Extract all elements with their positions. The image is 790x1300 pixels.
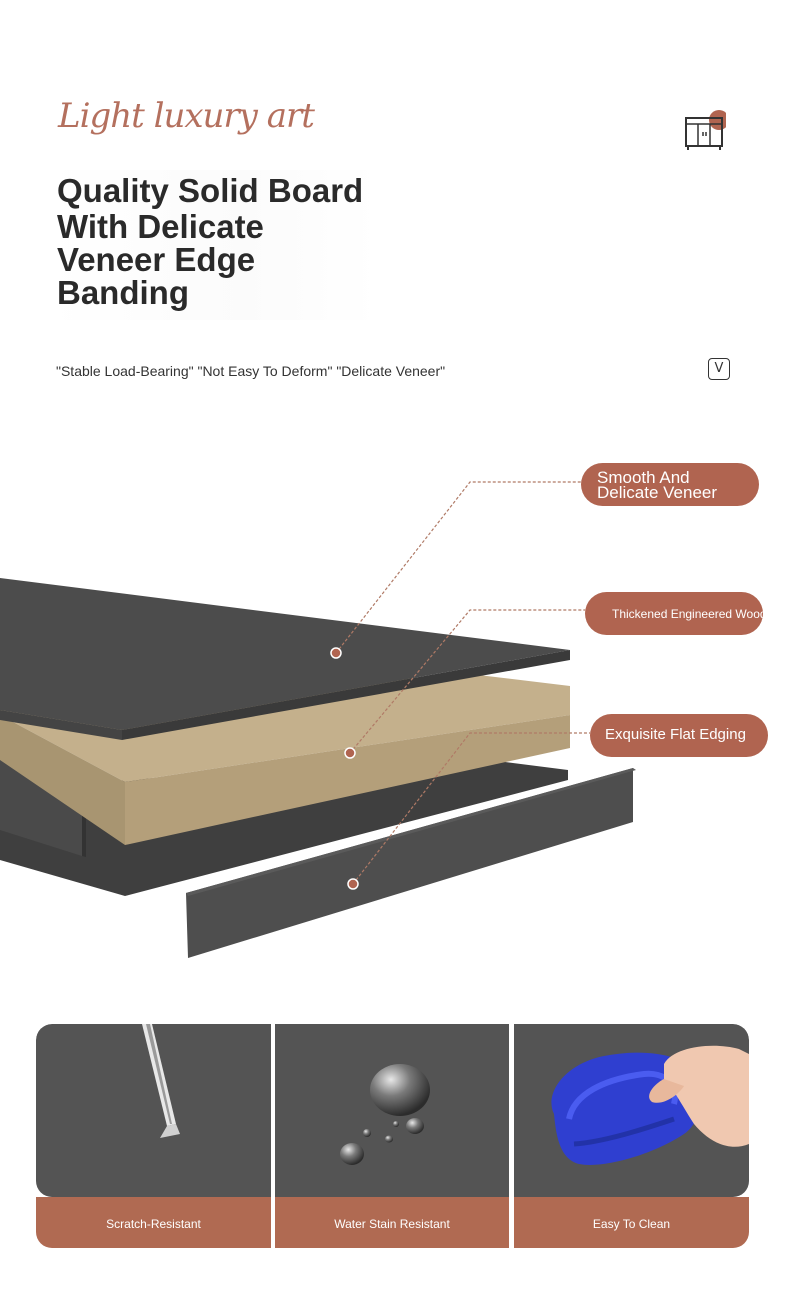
title-line: Veneer Edge xyxy=(57,241,256,278)
board-layers-illustration xyxy=(0,481,636,958)
card-label-bar xyxy=(275,1197,509,1248)
callout-smooth-veneer: Smooth And Delicate Veneer xyxy=(581,463,759,506)
title-backdrop xyxy=(48,170,378,320)
v-badge: V xyxy=(708,358,730,380)
feature-card-scratch: Scratch-Resistant xyxy=(36,1024,271,1248)
feature-label: Water Stain Resistant xyxy=(334,1217,450,1231)
callout-flat-edging: Exquisite Flat Edging xyxy=(590,714,768,757)
title-line: Banding xyxy=(57,274,189,311)
feature-subtitle: "Stable Load-Bearing" "Not Easy To Defor… xyxy=(56,363,446,379)
feature-label: Easy To Clean xyxy=(592,1217,671,1231)
brand-script-title: Light luxury art xyxy=(58,96,315,136)
callout-line: Smooth And xyxy=(597,468,690,487)
feature-card-water: Water Stain Resistant xyxy=(275,1024,509,1248)
feature-card-clean: Easy To Clean xyxy=(514,1024,749,1248)
page-title: Quality Solid Board With Delicate Veneer… xyxy=(57,174,367,309)
title-line: Quality Solid Board xyxy=(57,172,364,209)
cabinet-icon xyxy=(685,110,726,150)
feature-label: Scratch-Resistant xyxy=(106,1217,201,1231)
title-line: With Delicate xyxy=(57,208,264,245)
screwdriver-icon xyxy=(142,1024,180,1138)
card-label-bar xyxy=(514,1197,749,1248)
cleaning-cloth-icon xyxy=(551,1045,749,1165)
water-drops-icon xyxy=(340,1064,430,1165)
callout-engineered-wood: Thickened Engineered Wood xyxy=(585,592,763,635)
card-label-bar xyxy=(36,1197,271,1248)
callout-line: Delicate Veneer xyxy=(597,483,718,502)
